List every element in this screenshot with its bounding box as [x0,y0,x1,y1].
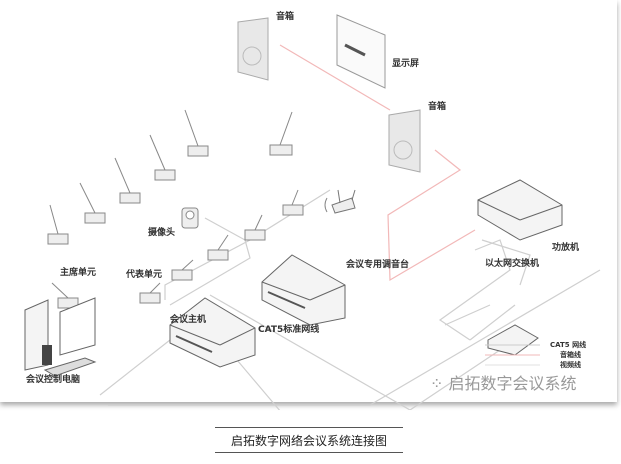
label-switch: 以太网交换机 [485,259,540,269]
cable-host-switch [108,269,601,406]
router-signal-icon [324,197,328,213]
ethernet-switch-icon [487,324,539,356]
label-host: 会议主机 [170,315,207,325]
cable-camera-host [169,217,251,306]
label-amplifier: 功放机 [552,243,580,253]
mic-icon [282,189,304,216]
mic-icon [149,134,176,181]
speaker-cables [279,44,476,282]
mic-icon [79,182,106,224]
diagram-caption: 启拓数字网络会议系统连接图 [215,427,403,453]
microphone-units [47,109,304,309]
display-screen-icon [336,14,386,89]
label-delegate-unit: 代表单元 [126,270,163,280]
connection-diagram [24,14,601,410]
label-display: 显示屏 [392,59,420,69]
host-icon [169,297,256,368]
amplifier-icon [477,179,563,241]
mic-icon [139,282,161,304]
mic-icon [244,214,266,241]
label-pc: 会议控制电脑 [26,375,81,385]
mic-icon [47,204,69,245]
label-cable: CAT5标准网线 [258,325,320,335]
mic-icon [114,157,141,204]
speaker-top-icon [237,17,269,81]
mixer-icon [261,254,346,326]
camera-icon [181,207,199,229]
label-speaker-top: 音箱 [276,12,295,22]
mic-icon [207,234,229,261]
mic-icon [171,259,194,281]
router-icon [331,189,356,214]
legend-video: 视频线 [560,361,581,369]
legend-cat5: CAT5 网线 [550,341,587,349]
legend-lines [485,344,540,366]
wechat-icon: ⁘ [430,374,449,393]
label-speaker-right: 音箱 [428,102,447,112]
mic-icon [51,282,79,309]
mic-icon [269,111,293,156]
cable-pc-host [99,339,171,396]
watermark: ⁘ 启拓数字会议系统 [430,374,577,393]
label-mixer: 会议专用调音台 [346,260,410,270]
label-camera: 摄像头 [148,228,176,238]
legend-speaker: 音箱线 [560,351,581,359]
label-chairman-unit: 主席单元 [60,268,97,278]
computer-icon [24,297,97,377]
mic-icon [184,109,209,157]
speaker-right-icon [388,109,421,173]
